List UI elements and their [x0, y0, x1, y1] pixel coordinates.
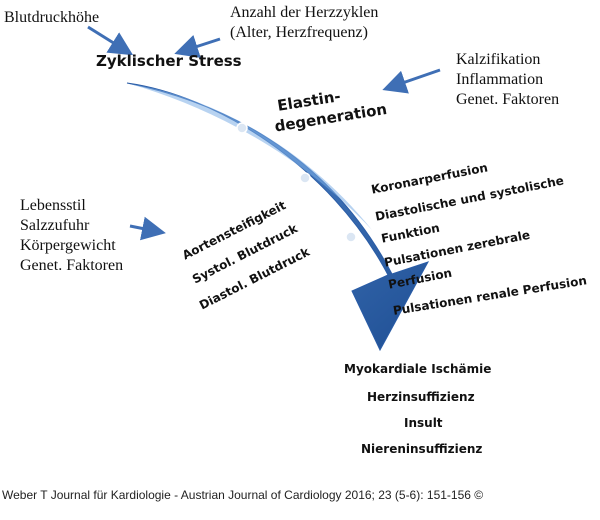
input-heart-cycles: Anzahl der Herzzyklen (Alter, Herzfreque… — [230, 3, 378, 43]
outcome-renal-failure: Niereninsuffizienz — [361, 442, 483, 456]
input-heart-cycles-line: (Alter, Herzfrequenz) — [230, 24, 368, 41]
input-blood-pressure: Blutdruckhöhe — [4, 9, 100, 26]
input-factor: Genet. Faktoren — [456, 91, 560, 108]
input-factor: Körpergewicht — [20, 237, 116, 254]
input-factor: Inflammation — [456, 71, 544, 88]
input-factor: Salzzufuhr — [20, 217, 90, 234]
stage-dot — [345, 231, 357, 243]
outcome-heart-failure: Herzinsuffizienz — [367, 390, 475, 404]
input-arrow — [87, 25, 134, 56]
input-heart-cycles-line: Anzahl der Herzzyklen — [230, 4, 379, 21]
input-calcification-group: Kalzifikation Inflammation Genet. Faktor… — [456, 50, 559, 110]
outcome-myocardial-ischemia: Myokardiale Ischämie — [344, 362, 492, 376]
stage-dot — [236, 122, 248, 134]
input-arrow — [174, 35, 221, 58]
stage-dot — [299, 172, 311, 184]
outcome-stroke: Insult — [404, 416, 443, 430]
input-factor: Genet. Faktoren — [20, 257, 124, 274]
input-factor: Lebensstil — [20, 197, 86, 214]
citation: Weber T Journal für Kardiologie - Austri… — [2, 488, 484, 502]
input-arrow — [129, 216, 166, 241]
cyclic-stress-label: Zyklischer Stress — [96, 52, 242, 70]
input-lifestyle-group: Lebensstil Salzzufuhr Körpergewicht Gene… — [20, 196, 123, 276]
input-arrow — [382, 68, 441, 94]
input-factor: Kalzifikation — [456, 51, 541, 68]
